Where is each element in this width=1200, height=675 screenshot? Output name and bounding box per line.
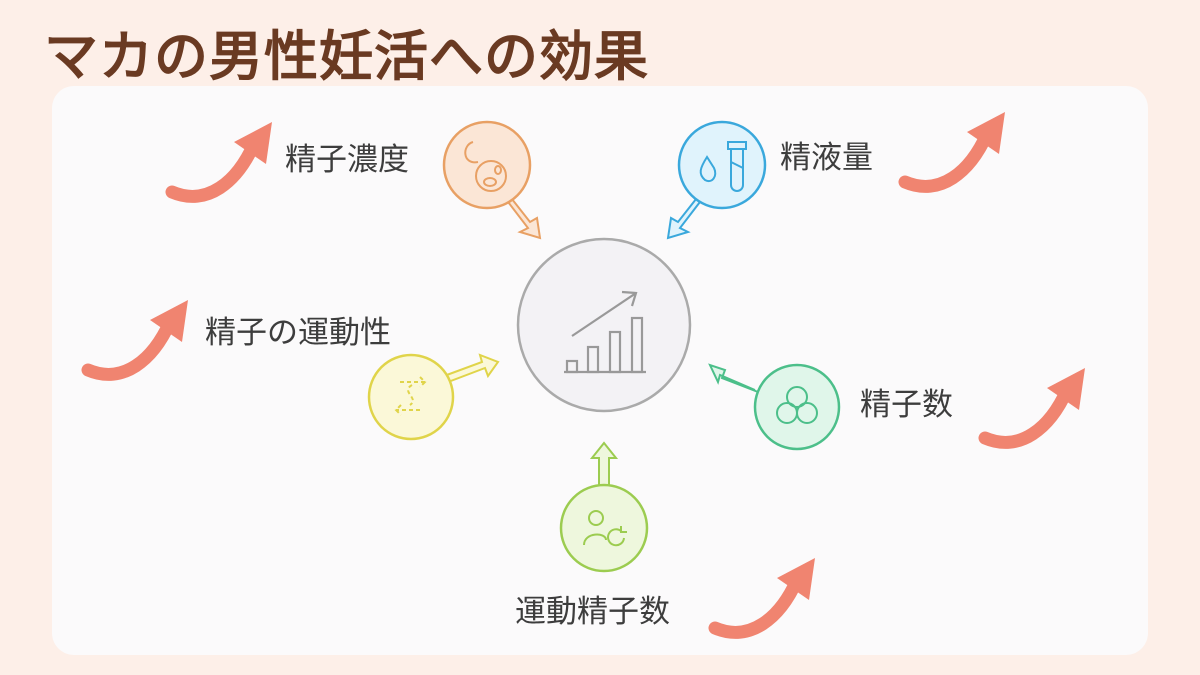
factor-sperm-concentration: 精子濃度: [285, 120, 542, 240]
factor-label: 運動精子数: [515, 594, 670, 630]
person-refresh-icon: [559, 483, 649, 573]
increase-arrow-icon: [172, 122, 272, 196]
factor-motile-sperm-count: 運動精子数: [515, 441, 670, 630]
sperm-cell-icon: [442, 120, 532, 210]
increase-arrow-icon: [985, 368, 1085, 442]
increase-arrow-icon: [905, 112, 1005, 186]
factor-label: 精子の運動性: [205, 315, 391, 351]
factor-label: 精子濃度: [285, 142, 409, 178]
droplet-test-tube-icon: [677, 120, 767, 210]
factor-sperm-count: 精子数: [708, 363, 953, 451]
increase-arrow-icon: [715, 558, 815, 632]
page-title: マカの男性妊活への効果: [44, 25, 649, 88]
factor-sperm-motility: 精子の運動性: [205, 315, 500, 441]
factor-label: 精液量: [780, 140, 873, 176]
factor-label: 精子数: [860, 387, 953, 423]
factor-semen-volume: 精液量: [666, 120, 873, 240]
growth-chart-icon: [516, 237, 692, 413]
increase-arrow-icon: [88, 300, 188, 374]
